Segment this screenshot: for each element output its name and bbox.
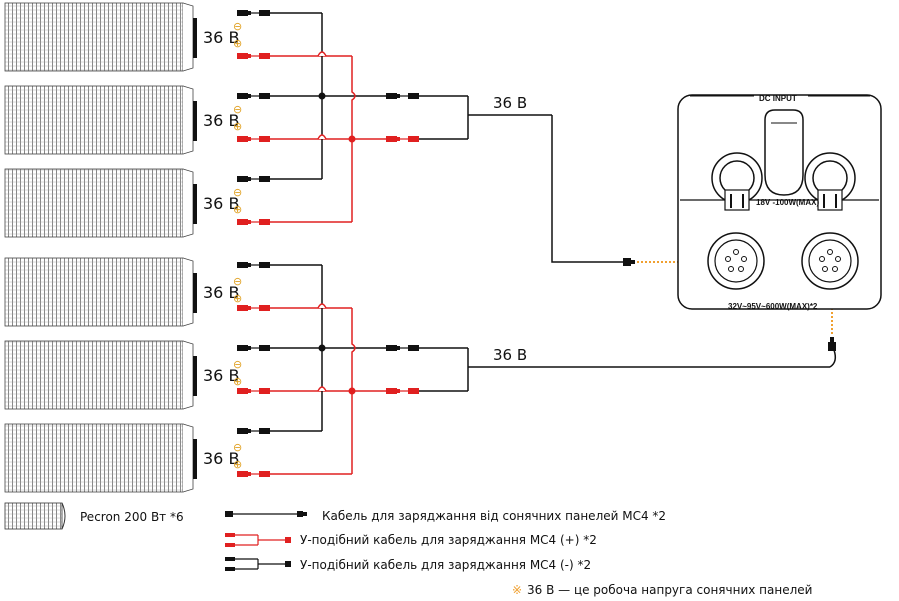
solar-panel: 36 В⊖ ⊕: [4, 257, 242, 327]
legend-mc4-cable-label: Кабель для заряджання від сонячних панел…: [322, 509, 666, 523]
plus-terminal-icon: ⊕: [233, 292, 242, 305]
dc-input-header: DC INPUT: [759, 94, 797, 103]
wire: [351, 308, 356, 474]
solar-panel: 36 В⊖ ⊕: [4, 423, 242, 493]
dc-port-icon: [804, 152, 856, 211]
mc4-connector-icon: [237, 10, 270, 16]
minus-terminal-icon: ⊖: [233, 186, 242, 199]
panel-voltage-label: 36 В: [203, 111, 239, 130]
port-cover-icon: [764, 109, 804, 196]
minus-terminal-icon: ⊖: [233, 441, 242, 454]
mc4-connector-icon: [237, 93, 270, 99]
mc4-connector-icon: [237, 136, 270, 142]
dc-bottom-rating: 32V~95V~600W(MAX)*2: [728, 302, 818, 311]
group-voltage-label-bottom: 36 В: [493, 346, 527, 364]
mc4-connector-icon: [386, 93, 419, 99]
legend: Pecron 200 Вт *6 Кабель для заряджання в…: [4, 502, 812, 597]
output-cable-top: [551, 115, 625, 263]
note-symbol-icon: ※: [512, 583, 522, 597]
panel-voltage-label: 36 В: [203, 28, 239, 47]
panel-voltage-label: 36 В: [203, 449, 239, 468]
mc4-connector-icon: [237, 53, 270, 59]
dc-port-icon: [711, 152, 763, 211]
mc4-connector-icon: [237, 471, 270, 477]
anderson-port-left-icon: [707, 232, 765, 290]
solar-panel: 36 В⊖ ⊕: [4, 340, 242, 410]
solar-panel: 36 В⊖ ⊕: [4, 85, 242, 155]
mc4-connector-icon: [237, 428, 270, 434]
power-station-dc-input: DC INPUT 18V -100W(MAX): [677, 94, 882, 311]
legend-y-minus-cable-icon: [225, 557, 291, 571]
minus-terminal-icon: ⊖: [233, 103, 242, 116]
plus-terminal-icon: ⊕: [233, 458, 242, 471]
plus-terminal-icon: ⊕: [233, 203, 242, 216]
minus-terminal-icon: ⊖: [233, 358, 242, 371]
legend-y-minus-label: У-подібний кабель для заряджання MC4 (-)…: [300, 558, 591, 572]
legend-y-plus-label: У-подібний кабель для заряджання MC4 (+)…: [300, 533, 597, 547]
dc-top-rating: 18V -100W(MAX): [756, 198, 819, 207]
legend-panel-icon: [4, 502, 63, 530]
solar-panel: 36 В⊖ ⊕: [4, 168, 242, 238]
panel-voltage-label: 36 В: [203, 366, 239, 385]
mc4-connector-icon: [237, 305, 270, 311]
mc4-connector-icon: [386, 136, 419, 142]
legend-panel-label: Pecron 200 Вт *6: [80, 510, 184, 524]
minus-terminal-icon: ⊖: [233, 20, 242, 33]
mc4-connector-icon: [386, 388, 419, 394]
anderson-port-right-icon: [801, 232, 859, 290]
solar-panel: 36 В⊖ ⊕: [4, 2, 242, 72]
wire: [351, 56, 356, 222]
mc4-connector-icon: [237, 219, 270, 225]
minus-terminal-icon: ⊖: [233, 275, 242, 288]
cable-plug-icon: [828, 337, 836, 351]
group-voltage-label-top: 36 В: [493, 94, 527, 112]
mc4-connector-icon: [386, 345, 419, 351]
panel-voltage-label: 36 В: [203, 283, 239, 302]
note-text: 36 В — це робоча напруга сонячних панеле…: [527, 583, 812, 597]
panel-voltage-label: 36 В: [203, 194, 239, 213]
mc4-connector-icon: [237, 176, 270, 182]
cable-plug-icon: [623, 258, 635, 266]
plus-terminal-icon: ⊕: [233, 375, 242, 388]
plus-terminal-icon: ⊕: [233, 120, 242, 133]
mc4-connector-icon: [237, 262, 270, 268]
legend-mc4-cable-icon: [225, 511, 307, 517]
mc4-connector-icon: [237, 345, 270, 351]
plus-terminal-icon: ⊕: [233, 37, 242, 50]
mc4-connector-icon: [237, 388, 270, 394]
legend-y-plus-cable-icon: [225, 533, 291, 547]
